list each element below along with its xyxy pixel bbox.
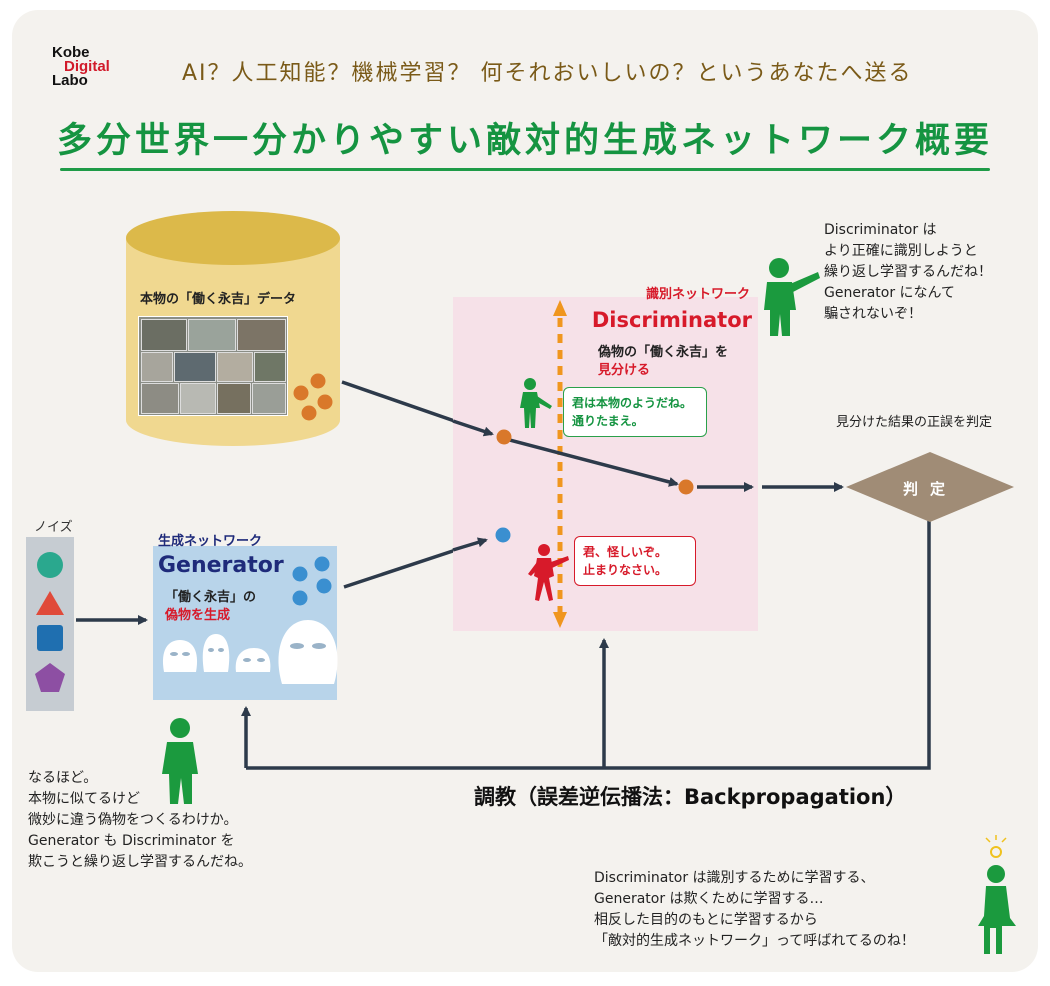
- message-line: 微妙に違う偽物をつくるわけか。: [28, 812, 238, 828]
- logo-line: Labo: [52, 72, 88, 89]
- logo-line: Kobe: [52, 44, 90, 61]
- kobe-digital-labo-logo: Kobe Digital Labo: [52, 44, 142, 89]
- message-line: 繰り返し学習するんだね！: [824, 264, 992, 280]
- message-line: 本物に似てるけど: [28, 791, 140, 807]
- message-line: なるほど。: [28, 770, 98, 786]
- generator-graphics: [162, 556, 338, 684]
- noise-shapes: [35, 552, 65, 692]
- guard-figure-green-icon: [520, 378, 552, 428]
- real-data-label: 本物の「働く永吉」データ: [140, 292, 297, 307]
- message-line: 相反した目的のもとに学習するから: [594, 912, 818, 928]
- discriminator-person-message: Discriminator は より正確に識別しようと 繰り返し学習するんだね！…: [824, 220, 992, 325]
- bubble-line: 君は本物のようだね。: [572, 396, 693, 410]
- noise-triangle-icon: [36, 591, 64, 615]
- discriminator-title: Discriminator: [591, 308, 752, 332]
- judge-label: 判定: [902, 480, 957, 498]
- generator-description-emphasis: 偽物を生成: [165, 608, 231, 623]
- bubble-line: 止まりなさい。: [583, 563, 668, 577]
- reject-speech-bubble: 君、怪しいぞ。 止まりなさい。: [574, 536, 696, 586]
- generator-description: 「働く永吉」の: [165, 590, 257, 605]
- real-sample-dot: [496, 429, 512, 445]
- discriminator-person-pointing-icon: [764, 258, 820, 336]
- generator-kana-label: 生成ネットワーク: [158, 534, 263, 549]
- message-line: Discriminator は: [824, 222, 937, 238]
- discriminator-description-emphasis: 見分ける: [598, 363, 651, 378]
- bubble-line: 君、怪しいぞ。: [583, 545, 668, 559]
- generator-title: Generator: [158, 553, 284, 578]
- real-data-photo-collage: [138, 316, 288, 416]
- summary-person-message: Discriminator は識別するために学習する、 Generator は欺…: [594, 868, 915, 952]
- logo-line: Digital: [64, 58, 110, 75]
- training-label: 調教（誤差逆伝播法：Backpropagation）: [474, 785, 907, 809]
- accept-speech-bubble: 君は本物のようだね。 通りたまえ。: [563, 387, 707, 437]
- subtitle: AI？人工知能？機械学習？ 何それおいしいの？というあなたへ送る: [182, 61, 913, 86]
- message-line: 「敵対的生成ネットワーク」って呼ばれてるのね！: [594, 933, 915, 949]
- guard-figure-red-icon: [528, 544, 569, 601]
- judge-caption: 見分けた結果の正誤を判定: [836, 415, 993, 430]
- noise-pentagon-icon: [35, 663, 65, 692]
- message-line: Generator も Discriminator を: [28, 833, 235, 849]
- accepted-sample-dot: [678, 479, 694, 495]
- generator-person-message: なるほど。 本物に似てるけど 微妙に違う偽物をつくるわけか。 Generator…: [28, 768, 252, 873]
- message-line: Discriminator は識別するために学習する、: [594, 870, 875, 886]
- judge-diamond: [846, 452, 1014, 522]
- page-title: 多分世界一分かりやすい敵対的生成ネットワーク概要: [56, 121, 993, 161]
- noise-square-icon: [37, 625, 63, 651]
- message-line: 騙されないぞ！: [824, 306, 922, 322]
- generator-person-icon: [162, 718, 198, 804]
- masked-face-icons: [162, 620, 338, 684]
- boundary-arrow-up: [553, 300, 567, 316]
- message-line: Generator は欺くために学習する…: [594, 891, 824, 907]
- feedback-loop-line: [254, 520, 931, 770]
- message-line: より正確に識別しようと: [824, 243, 978, 259]
- noise-circle-icon: [37, 552, 63, 578]
- message-line: Generator になんて: [824, 285, 955, 301]
- bubble-line: 通りたまえ。: [572, 414, 644, 428]
- discriminator-kana-label: 識別ネットワーク: [645, 287, 750, 302]
- title-underline: [60, 168, 990, 171]
- fake-sample-dot: [495, 527, 511, 543]
- fake-sample-dots: [292, 556, 332, 606]
- message-line: 欺こうと繰り返し学習するんだね。: [28, 854, 252, 870]
- summary-person-idea-icon: [978, 835, 1016, 954]
- noise-label: ノイズ: [34, 520, 73, 535]
- boundary-arrow-down: [553, 612, 567, 628]
- real-sample-dots: [293, 373, 333, 421]
- discriminator-description: 偽物の「働く永吉」を: [598, 345, 729, 360]
